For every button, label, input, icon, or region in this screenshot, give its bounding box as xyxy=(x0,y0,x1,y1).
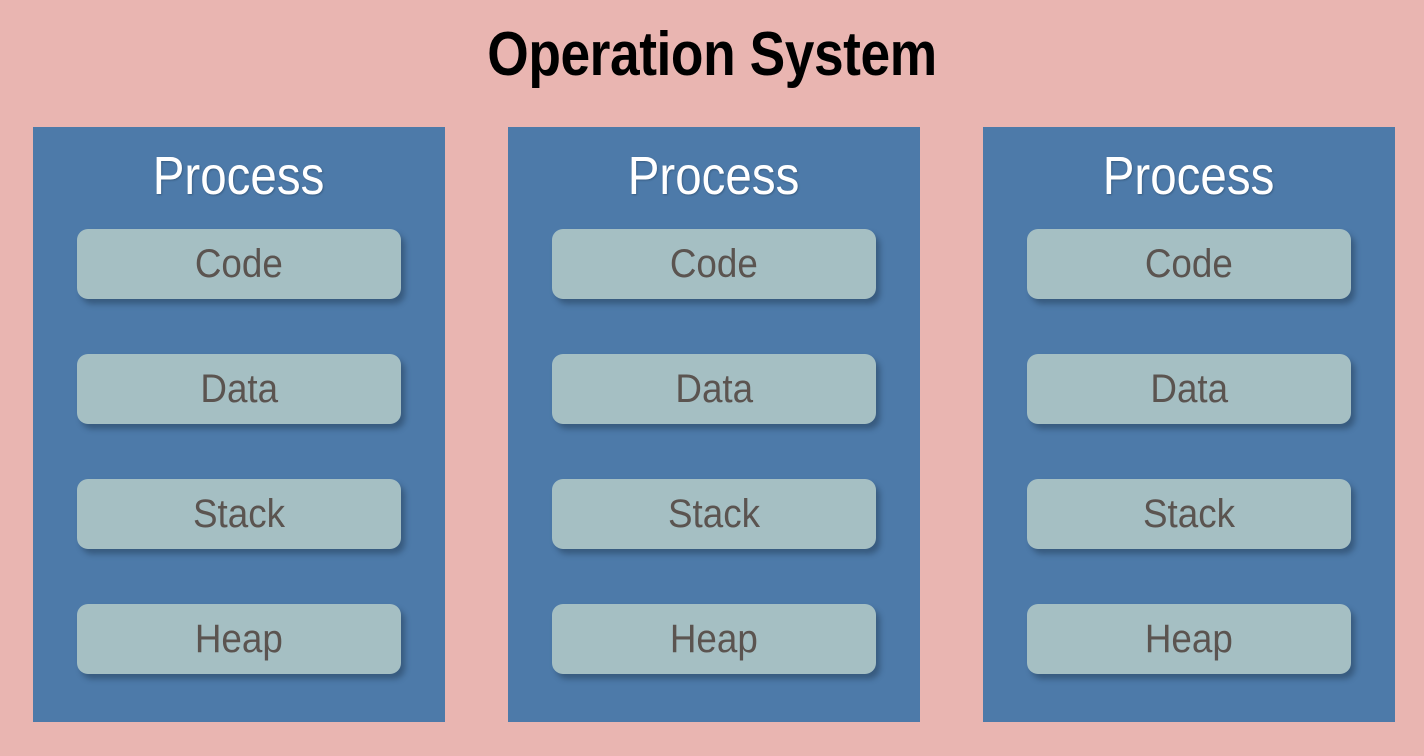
segment-data[interactable]: Data xyxy=(77,354,401,424)
segment-heap[interactable]: Heap xyxy=(1027,604,1351,674)
segment-stack[interactable]: Stack xyxy=(552,479,876,549)
segment-label: Code xyxy=(1145,242,1233,286)
segment-label: Stack xyxy=(1142,492,1236,536)
segment-label: Heap xyxy=(670,617,758,661)
process-box-2[interactable]: Process Code Data Stack Heap xyxy=(508,127,920,722)
segment-label: Code xyxy=(670,242,758,286)
page-title: Operation System xyxy=(487,20,937,89)
memory-segment-list: Code Data Stack Heap xyxy=(33,229,445,674)
segment-code[interactable]: Code xyxy=(77,229,401,299)
segment-code[interactable]: Code xyxy=(1027,229,1351,299)
process-title: Process xyxy=(1103,146,1275,206)
segment-label: Heap xyxy=(195,617,283,661)
segment-stack[interactable]: Stack xyxy=(77,479,401,549)
segment-stack[interactable]: Stack xyxy=(1027,479,1351,549)
process-title: Process xyxy=(153,146,325,206)
segment-code[interactable]: Code xyxy=(552,229,876,299)
segment-label: Stack xyxy=(667,492,761,536)
segment-data[interactable]: Data xyxy=(1027,354,1351,424)
segment-heap[interactable]: Heap xyxy=(77,604,401,674)
process-row: Process Code Data Stack Heap Process xyxy=(33,127,1395,722)
memory-segment-list: Code Data Stack Heap xyxy=(508,229,920,674)
segment-label: Code xyxy=(195,242,283,286)
segment-label: Data xyxy=(200,367,278,411)
process-box-3[interactable]: Process Code Data Stack Heap xyxy=(983,127,1395,722)
process-box-1[interactable]: Process Code Data Stack Heap xyxy=(33,127,445,722)
segment-label: Data xyxy=(675,367,753,411)
process-title: Process xyxy=(628,146,800,206)
segment-heap[interactable]: Heap xyxy=(552,604,876,674)
segment-label: Stack xyxy=(192,492,286,536)
segment-data[interactable]: Data xyxy=(552,354,876,424)
segment-label: Heap xyxy=(1145,617,1233,661)
segment-label: Data xyxy=(1150,367,1228,411)
memory-segment-list: Code Data Stack Heap xyxy=(983,229,1395,674)
